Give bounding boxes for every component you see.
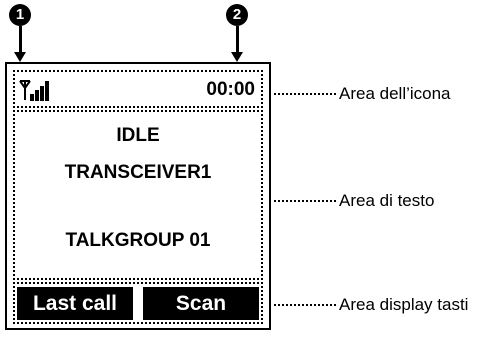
signal-bar-1 — [30, 94, 34, 101]
signal-bar-2 — [35, 90, 39, 101]
text-area: IDLE TRANSCEIVER1 TALKGROUP 01 — [13, 110, 263, 280]
scan-softkey[interactable]: Scan — [143, 287, 259, 320]
status-line-idle: IDLE — [116, 125, 160, 146]
last-call-softkey[interactable]: Last call — [17, 287, 133, 320]
key-area-label: Area display tasti — [339, 295, 469, 314]
icon-area-leader — [274, 93, 336, 95]
icon-area: 00:00 — [13, 70, 263, 108]
text-area-leader — [274, 200, 336, 202]
signal-bar-3 — [40, 86, 44, 101]
antenna-icon — [19, 80, 31, 100]
text-area-label: Area di testo — [339, 191, 435, 210]
signal-strength-icon — [19, 79, 49, 101]
signal-bar-4 — [45, 81, 49, 101]
key-display-area: Last call Scan — [13, 282, 263, 324]
callout-arrow-2 — [236, 26, 239, 54]
talkgroup-name: TALKGROUP 01 — [65, 230, 211, 251]
transceiver-name: TRANSCEIVER1 — [64, 162, 212, 183]
callout-arrow-1 — [19, 26, 22, 54]
callout-arrowhead-1 — [14, 52, 26, 62]
icon-area-label: Area dell’icona — [339, 84, 451, 103]
clock-time: 00:00 — [206, 79, 255, 100]
radio-display: 00:00 IDLE TRANSCEIVER1 TALKGROUP 01 Las… — [5, 62, 271, 330]
key-area-leader — [274, 304, 336, 306]
callout-arrowhead-2 — [231, 52, 243, 62]
callout-marker-2: 2 — [226, 4, 248, 26]
callout-marker-1: 1 — [9, 4, 31, 26]
